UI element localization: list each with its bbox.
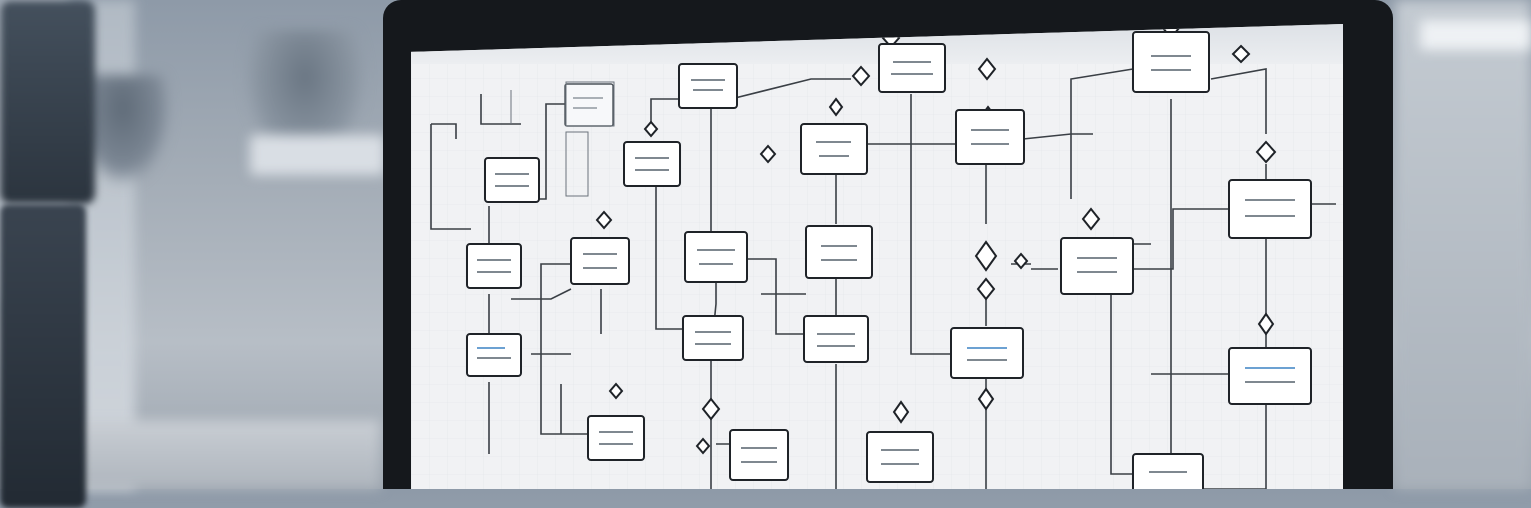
- flowchart-node[interactable]: [466, 333, 522, 377]
- connector-lines: [430, 68, 1336, 489]
- flowchart-node[interactable]: [878, 43, 946, 93]
- flowchart-node[interactable]: [1132, 453, 1204, 489]
- flowchart-node[interactable]: [682, 315, 744, 361]
- background-shelf: [250, 135, 385, 175]
- flowchart-node[interactable]: [1132, 31, 1210, 93]
- flowchart-node[interactable]: [570, 237, 630, 285]
- flowchart-node[interactable]: [678, 63, 738, 109]
- flowchart-node[interactable]: [564, 83, 614, 127]
- background-chair: [0, 204, 86, 508]
- flowchart-node[interactable]: [729, 429, 789, 481]
- canvas-grid: [411, 64, 1343, 489]
- background-chair: [0, 0, 95, 204]
- flowchart-node[interactable]: [800, 123, 868, 175]
- sketch-panel: [510, 81, 615, 197]
- flowchart-node[interactable]: [805, 225, 873, 279]
- monitor: [383, 0, 1393, 489]
- flowchart-node[interactable]: [955, 109, 1025, 165]
- flowchart-node[interactable]: [466, 243, 522, 289]
- flowchart-node[interactable]: [866, 431, 934, 483]
- background-light: [1420, 20, 1531, 50]
- flowchart-canvas[interactable]: [411, 24, 1343, 489]
- monitor-screen: [411, 24, 1343, 489]
- flowchart-node[interactable]: [1060, 237, 1134, 295]
- flowchart-node[interactable]: [1228, 179, 1312, 239]
- flowchart-node[interactable]: [1228, 347, 1312, 405]
- flowchart-node[interactable]: [950, 327, 1024, 379]
- background-wall: [1395, 0, 1531, 489]
- background-desk: [60, 420, 380, 489]
- flowchart-node[interactable]: [803, 315, 869, 363]
- flowchart-node[interactable]: [587, 415, 645, 461]
- flowchart-node[interactable]: [484, 157, 540, 203]
- flowchart-node[interactable]: [684, 231, 748, 283]
- flowchart-node[interactable]: [623, 141, 681, 187]
